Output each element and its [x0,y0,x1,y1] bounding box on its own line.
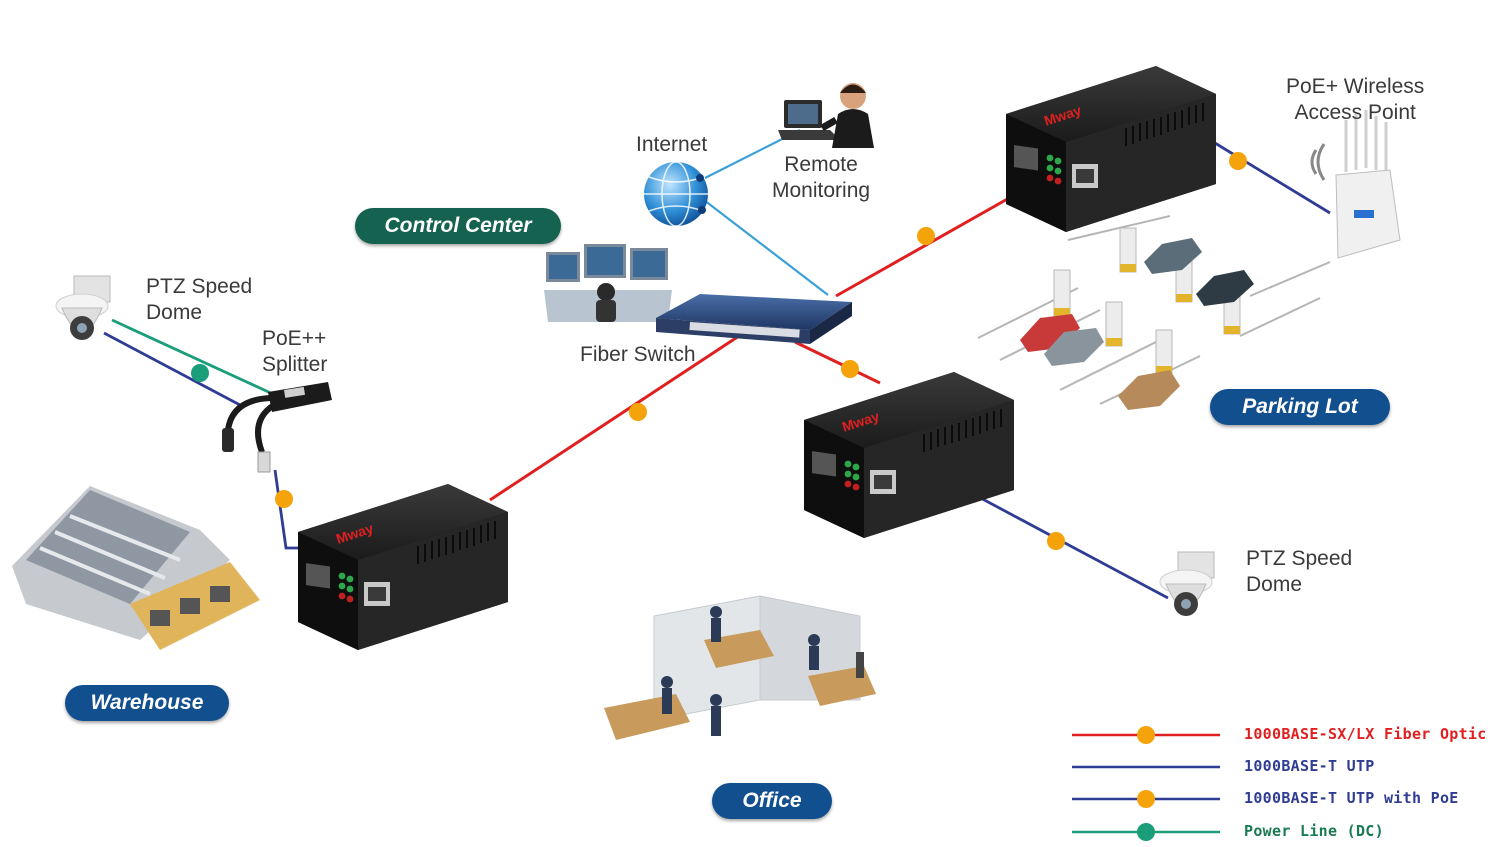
marker-poe-1 [275,490,293,508]
wireless-ap-icon [1310,110,1401,259]
media-converter-middle: Mway [803,371,1015,539]
office-icon [604,595,876,740]
marker-fiber-3 [841,360,859,378]
media-converter-top: Mway [1005,65,1217,233]
ptz-speed-dome-left-label: PTZ Speed Dome [146,275,253,324]
marker-dc-1 [191,364,209,382]
globe-icon [644,161,708,227]
marker-fiber-1 [629,403,647,421]
cable-markers [191,152,1247,550]
poe-splitter-label: PoE++ Splitter [262,327,328,376]
legend-utp-label: 1000BASE-T UTP [1244,757,1375,775]
remote-monitoring-label: Remote Monitoring [772,153,871,202]
legend-power-label: Power Line (DC) [1244,822,1384,840]
laptop-operator-icon [778,83,874,148]
poe-splitter-icon [222,382,332,473]
marker-poe-3 [1229,152,1247,170]
parking-lot-badge: Parking Lot [1210,389,1390,425]
marker-poe-2 [1047,532,1065,550]
media-converter-bottom: Mway [297,483,509,651]
control-room-icon [544,244,672,322]
parking-lot-icon [977,215,1331,410]
power-line [111,318,276,397]
wireless-ap-label: PoE+ Wireless Access Point [1286,75,1425,124]
fiber-switch-label: Fiber Switch [580,343,696,366]
ptz-camera-icon [1159,551,1215,617]
office-badge: Office [712,783,832,819]
control-center-badge: Control Center [355,208,561,244]
legend-fiber-label: 1000BASE-SX/LX Fiber Optic [1244,725,1487,743]
internet-label: Internet [636,133,708,156]
ptz-camera-icon [55,275,111,341]
legend-utp-poe-label: 1000BASE-T UTP with PoE [1244,789,1459,807]
warehouse-badge: Warehouse [65,685,229,721]
ptz-speed-dome-right-label: PTZ Speed Dome [1246,547,1353,596]
legend [1072,726,1220,841]
warehouse-icon [12,486,260,650]
network-switch-icon [656,294,852,344]
marker-fiber-2 [917,227,935,245]
